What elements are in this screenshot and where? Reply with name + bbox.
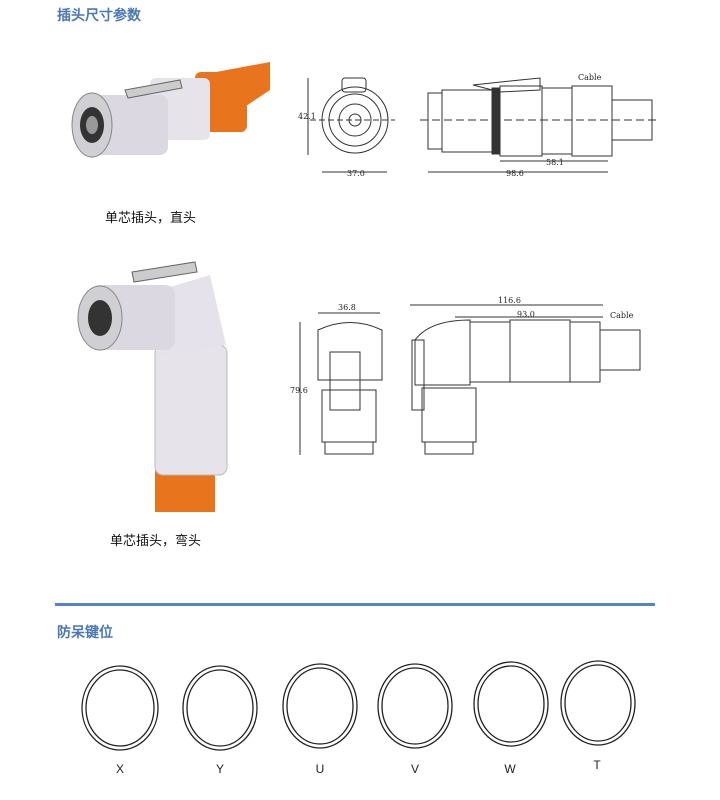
dim-length-98: 98.6: [506, 169, 524, 178]
angled-side-view: [410, 304, 641, 455]
key-label-y: Y: [215, 762, 224, 776]
key-ring-v: [377, 663, 453, 749]
cable-label-1: Cable: [578, 73, 602, 82]
straight-side-view: [420, 77, 658, 173]
key-ring-u: [282, 663, 358, 749]
dim-width-37: 37.0: [347, 169, 365, 178]
section-title-dimensions: 插头尺寸参数: [57, 8, 141, 24]
key-label-w: W: [504, 762, 516, 776]
key-rings: [81, 660, 636, 751]
key-label-t: T: [593, 758, 601, 772]
key-ring-t: [560, 660, 636, 746]
dim-width-36: 36.8: [338, 303, 356, 312]
section-divider: [55, 603, 655, 606]
cable-label-2: Cable: [610, 311, 634, 320]
caption-straight-plug: 单芯插头，直头: [105, 211, 197, 226]
key-ring-w: [473, 661, 549, 747]
caption-angled-plug: 单芯插头，弯头: [110, 534, 202, 549]
dim-height-42: 42.1: [298, 112, 316, 121]
key-label-x: X: [115, 762, 124, 776]
key-ring-x: [81, 665, 159, 751]
straight-front-view: [307, 77, 395, 173]
straight-plug-image: [71, 62, 270, 158]
dim-length-116: 116.6: [498, 296, 521, 305]
dim-length-93: 93.0: [517, 310, 535, 319]
angled-front-view: [299, 312, 383, 455]
dim-length-58: 58.1: [546, 158, 564, 167]
key-ring-y: [182, 665, 258, 751]
angled-plug-image: [77, 261, 228, 512]
key-label-u: U: [315, 762, 325, 776]
key-label-v: V: [410, 762, 419, 776]
section-title-keying: 防呆键位: [57, 625, 113, 641]
dim-height-79: 79.6: [290, 386, 308, 395]
